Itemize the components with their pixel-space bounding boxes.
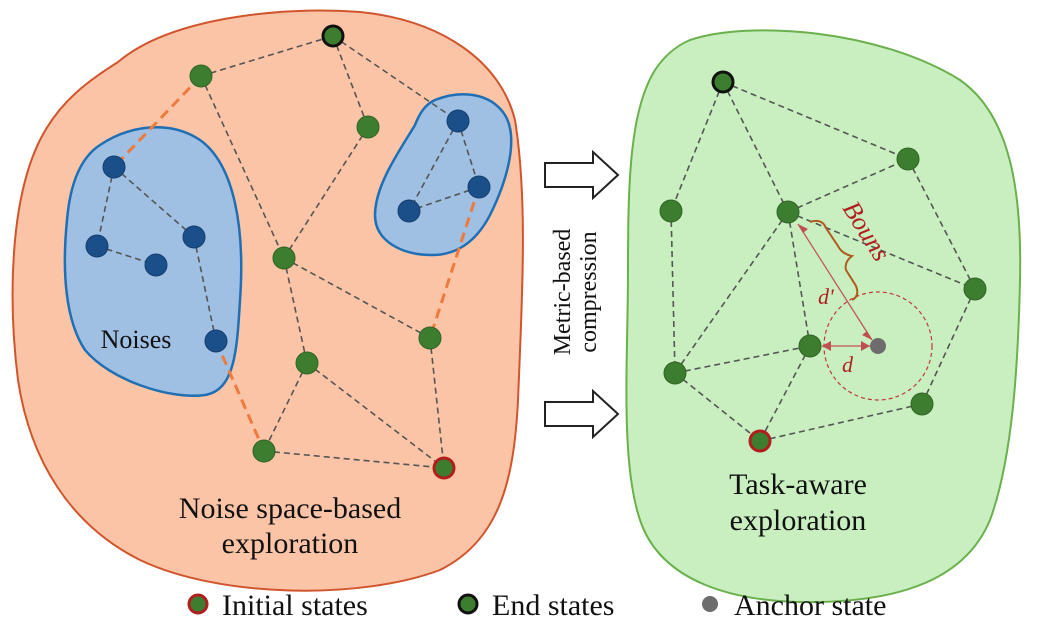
noise-label: Noises [101, 325, 172, 354]
right-caption-line2: exploration [730, 504, 867, 537]
d-measure [822, 341, 870, 351]
initial-state-node [432, 456, 456, 480]
initial-state-icon [187, 593, 209, 615]
end-state-node [189, 64, 213, 88]
arrow-label-line2: compression [576, 231, 602, 352]
noise-edges-highlighted [112, 74, 481, 452]
end-state-node [295, 351, 319, 375]
end-state-node [798, 334, 822, 358]
noise-node [102, 155, 126, 179]
d-prime-measure [797, 223, 873, 341]
legend-end-label: End states [492, 589, 614, 622]
noise-node [204, 329, 228, 353]
d-prime-label: d' [818, 284, 834, 309]
right-edges [670, 81, 976, 442]
bonus-brace [809, 219, 859, 301]
left-edges [96, 35, 480, 469]
end-state-node [356, 115, 380, 139]
anchor-state-icon [702, 596, 718, 612]
legend-anchor-label: Anchor state [734, 589, 886, 622]
right-arrow-icon [544, 149, 620, 201]
noise-node [144, 253, 168, 277]
noise-node [182, 225, 206, 249]
end-state-node [910, 392, 934, 416]
end-state-node [418, 326, 442, 350]
initial-state-node [748, 429, 772, 453]
task-aware-region [625, 29, 1022, 604]
right-arrow-icon [544, 388, 620, 440]
d-label: d [842, 352, 854, 377]
end-state-node [321, 24, 345, 48]
left-nodes [85, 24, 491, 480]
noise-node [467, 175, 491, 199]
noise-node [397, 199, 421, 223]
left-caption-line2: exploration [222, 527, 359, 560]
right-caption-line1: Task-aware [729, 468, 867, 501]
end-state-node [711, 70, 735, 94]
anchor-state-node [870, 338, 886, 354]
end-state-node [252, 439, 276, 463]
end-state-node [659, 199, 683, 223]
noise-node [85, 234, 109, 258]
end-state-node [663, 361, 687, 385]
end-state-node [272, 246, 296, 270]
end-state-node [776, 200, 800, 224]
left-caption-line1: Noise space-based [179, 492, 401, 525]
arrow-label-line1: Metric-based [550, 229, 576, 356]
noise-node [446, 109, 470, 133]
end-state-icon [457, 593, 479, 615]
end-state-node [896, 147, 920, 171]
legend: Initial states End states Anchor state [187, 589, 886, 622]
right-nodes [659, 70, 987, 453]
end-state-node [963, 277, 987, 301]
legend-initial-label: Initial states [222, 589, 368, 622]
